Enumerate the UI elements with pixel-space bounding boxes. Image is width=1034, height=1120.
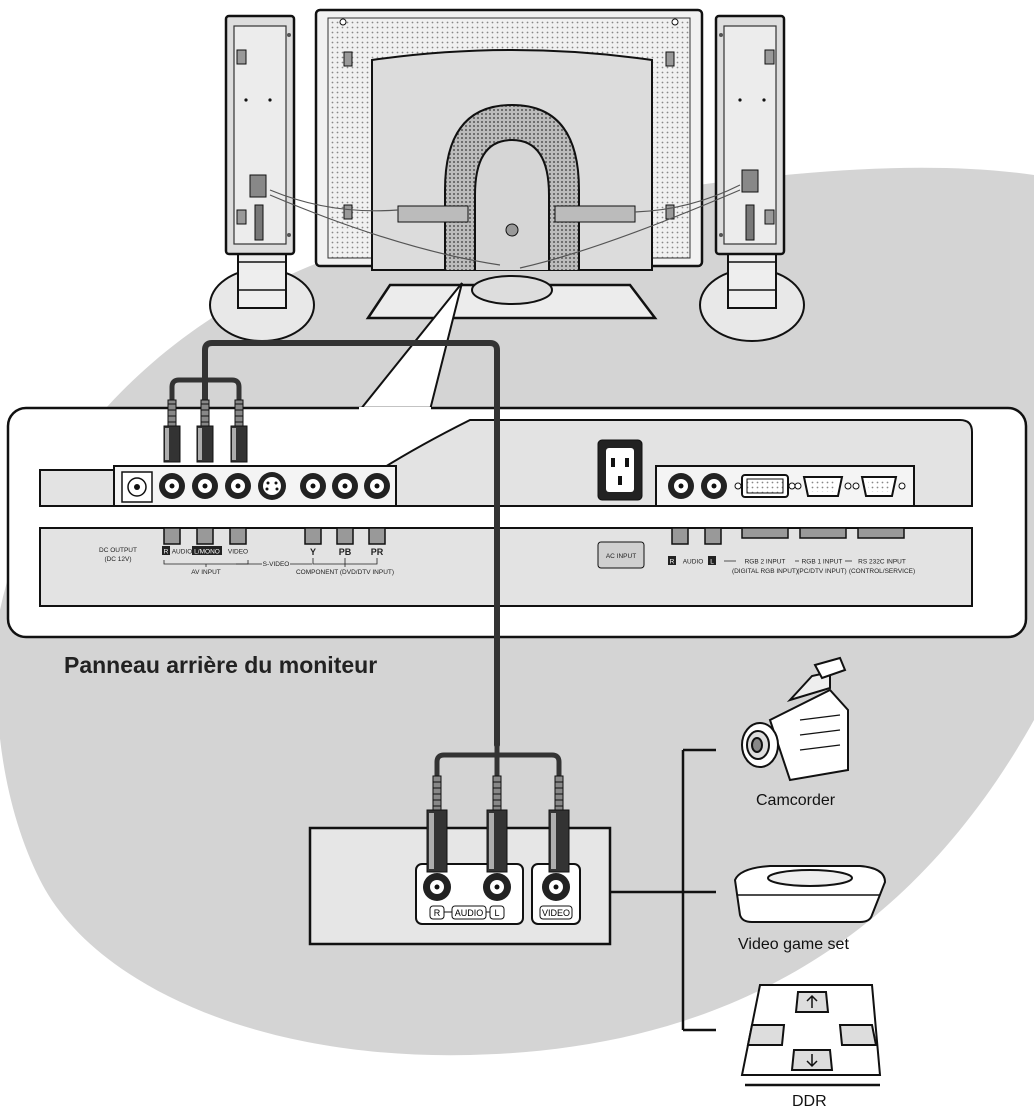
s-video-label: S-VIDEO xyxy=(263,561,290,568)
rca-plugs-panel xyxy=(163,399,248,463)
right-speaker xyxy=(699,14,805,342)
rgb2-sub-label: (DIGITAL RGB INPUT) xyxy=(732,568,798,575)
rgb2-dvi-port xyxy=(734,474,796,498)
source-audio-l-jack xyxy=(483,873,511,901)
device-label-ddr: DDR xyxy=(792,1093,827,1110)
av-audio-label: AUDIO xyxy=(172,549,193,556)
right-r-label: R xyxy=(670,559,675,566)
rgb1-vga-port xyxy=(794,476,852,497)
connector-rail-bottom xyxy=(39,527,973,607)
panel-title: Panneau arrière du moniteur xyxy=(64,652,378,678)
av-video-label: VIDEO xyxy=(228,549,248,556)
device-label-camcorder: Camcorder xyxy=(756,792,836,809)
ac-input-label: AC INPUT xyxy=(606,553,636,560)
av-video-jack xyxy=(225,473,251,499)
right-audio-r-jack xyxy=(668,473,694,499)
source-device: R AUDIO L VIDEO xyxy=(308,826,612,946)
device-bracket xyxy=(610,748,716,1032)
component-y-jack xyxy=(300,473,326,499)
av-cable xyxy=(169,340,562,783)
left-speaker xyxy=(209,14,315,342)
source-audio-r-jack xyxy=(423,873,451,901)
rs232c-sub-label: (CONTROL/SERVICE) xyxy=(849,568,915,575)
rgb1-label: RGB 1 INPUT xyxy=(802,559,843,566)
component-pb-label: PB xyxy=(339,547,352,557)
device-label-video-game: Video game set xyxy=(738,936,849,953)
source-r-label: R xyxy=(434,908,441,918)
component-group-label: COMPONENT (DVD/DTV INPUT) xyxy=(296,569,394,576)
component-pr-label: PR xyxy=(371,547,384,557)
source-l-label: L xyxy=(494,908,499,918)
component-y-label: Y xyxy=(310,547,316,557)
ac-input-socket xyxy=(597,439,643,501)
camcorder-icon xyxy=(741,656,849,782)
lower-rail-tabs xyxy=(163,527,905,545)
source-video-label: VIDEO xyxy=(542,908,570,918)
right-audio-label: AUDIO xyxy=(683,559,704,566)
dc-output-label: DC OUTPUT xyxy=(99,547,137,554)
right-l-label: L xyxy=(710,559,714,566)
component-pb-jack xyxy=(332,473,358,499)
av-input-group-label: AV INPUT xyxy=(191,569,221,576)
component-pr-jack xyxy=(364,473,390,499)
video-game-console-icon xyxy=(733,865,887,923)
rca-plugs-source xyxy=(426,775,570,873)
dc-output-jack xyxy=(121,471,153,503)
rs232c-label: RS 232C INPUT xyxy=(858,559,906,566)
dance-mat-icon xyxy=(740,984,882,1087)
av-l-mono-label: L/MONO xyxy=(194,549,220,556)
s-video-jack xyxy=(258,472,286,500)
av-audio-l-jack xyxy=(192,473,218,499)
rs232c-port xyxy=(852,476,906,497)
monitor-rear xyxy=(269,8,741,320)
source-audio-label: AUDIO xyxy=(455,908,484,918)
right-audio-l-jack xyxy=(701,473,727,499)
rgb2-label: RGB 2 INPUT xyxy=(745,559,786,566)
source-video-jack xyxy=(542,873,570,901)
dc-output-sub-label: (DC 12V) xyxy=(104,556,131,563)
rgb1-sub-label: (PC/DTV INPUT) xyxy=(797,568,846,575)
av-audio-r-jack xyxy=(159,473,185,499)
av-r-label: R xyxy=(164,549,169,556)
